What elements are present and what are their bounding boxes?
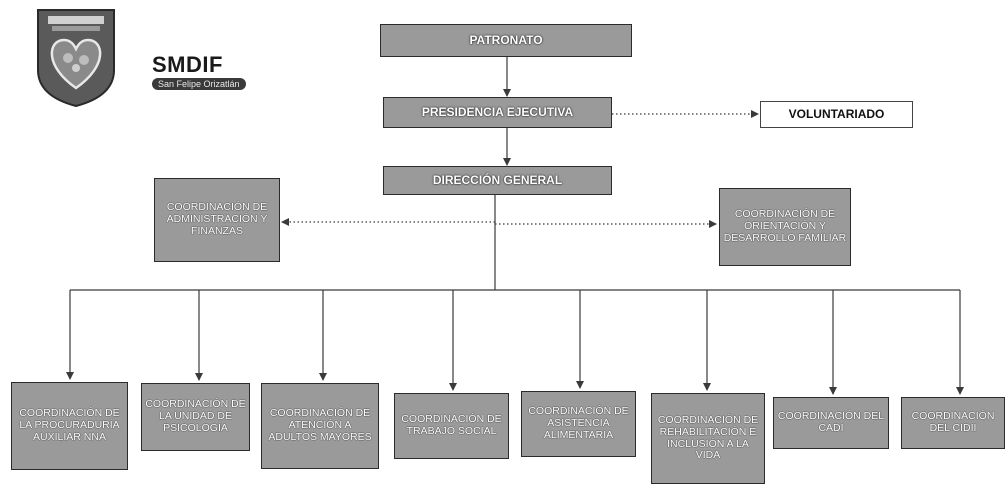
node-unidad-psicologia: COORDINACIÓN DE LA UNIDAD DE PSICOLOGÍA [141, 383, 250, 451]
node-cadi: COORDINACIÓN DEL CADI [773, 397, 889, 449]
node-procuraduria-auxiliar: COORDINACIÓN DE LA PROCURADURÍA AUXILIAR… [11, 382, 128, 470]
node-adultos-mayores: COORDINACIÓN DE ATENCIÓN A ADULTOS MAYOR… [261, 383, 379, 469]
node-administracion-finanzas: COORDINACIÓN DE ADMINISTRACIÓN Y FINANZA… [154, 178, 280, 262]
node-presidencia-ejecutiva: PRESIDENCIA EJECUTIVA [383, 97, 612, 128]
logo-subtitle: San Felipe Orizatlán [152, 78, 246, 90]
smdif-logo: SMDIF San Felipe Orizatlán [34, 8, 246, 108]
logo-name: SMDIF [152, 52, 223, 77]
node-trabajo-social: COORDINACIÓN DE TRABAJO SOCIAL [394, 393, 509, 459]
node-asistencia-alimentaria: COORDINACIÓN DE ASISTENCIA ALIMENTARIA [521, 391, 636, 457]
node-cidii: COORDINACIÓN DEL CIDII [901, 397, 1005, 449]
node-patronato: PATRONATO [380, 24, 632, 57]
node-orientacion-desarrollo-familiar: COORDINACIÓN DE ORIENTACIÓN Y DESARROLLO… [719, 188, 851, 266]
node-rehabilitacion-inclusion: COORDINACIÓN DE REHABILITACIÓN E INCLUSI… [651, 393, 765, 484]
node-direccion-general: DIRECCIÓN GENERAL [383, 166, 612, 195]
node-voluntariado: VOLUNTARIADO [760, 101, 913, 128]
heart-shield-icon [37, 9, 115, 108]
